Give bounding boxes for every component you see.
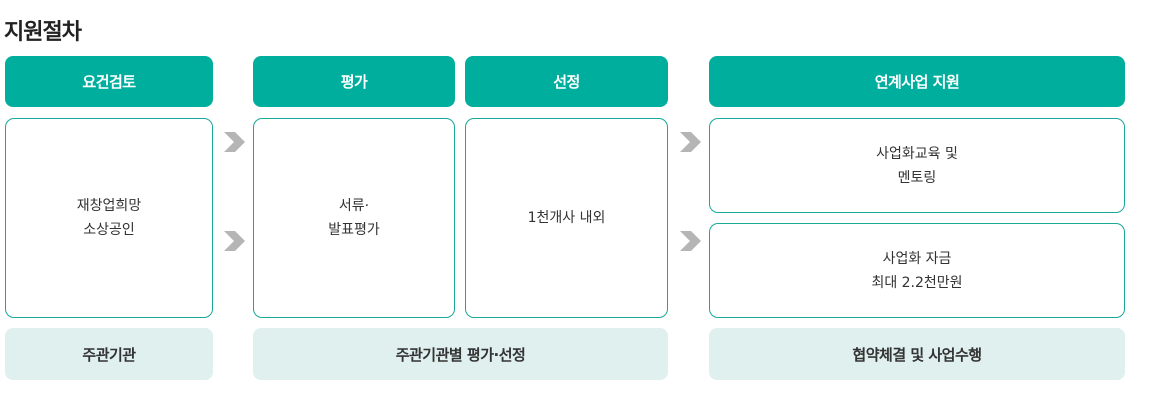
- chevron-right-icon: [222, 229, 246, 253]
- box-evaluation: 서류· 발표평가: [253, 118, 455, 318]
- header-requirements: 요건검토: [5, 56, 213, 107]
- header-support: 연계사업 지원: [709, 56, 1125, 107]
- box-selection: 1천개사 내외: [465, 118, 668, 318]
- chevron-right-icon: [222, 130, 246, 154]
- footer-agency-eval: 주관기관별 평가·선정: [253, 328, 668, 380]
- box-evaluation-line1: 서류·: [338, 198, 370, 214]
- footer-agreement: 협약체결 및 사업수행: [709, 328, 1125, 380]
- box-funding: 사업화 자금 최대 2.2천만원: [709, 223, 1125, 318]
- box-education: 사업화교육 및 멘토링: [709, 118, 1125, 213]
- header-evaluation: 평가: [253, 56, 455, 107]
- page-title: 지원절차: [4, 20, 82, 45]
- box-target-line2: 소상공인: [83, 222, 135, 238]
- box-evaluation-line2: 발표평가: [328, 222, 380, 238]
- chevron-right-icon: [678, 229, 702, 253]
- box-funding-line2: 최대 2.2천만원: [871, 274, 963, 291]
- box-selection-line1: 1천개사 내외: [527, 210, 606, 226]
- box-education-line1: 사업화교육 및: [876, 145, 958, 162]
- footer-agency: 주관기관: [5, 328, 213, 380]
- box-funding-line1: 사업화 자금: [882, 250, 952, 267]
- box-education-line2: 멘토링: [897, 169, 937, 186]
- box-target-line1: 재창업희망: [76, 198, 142, 214]
- header-selection: 선정: [465, 56, 668, 107]
- chevron-right-icon: [678, 130, 702, 154]
- box-target: 재창업희망 소상공인: [5, 118, 213, 318]
